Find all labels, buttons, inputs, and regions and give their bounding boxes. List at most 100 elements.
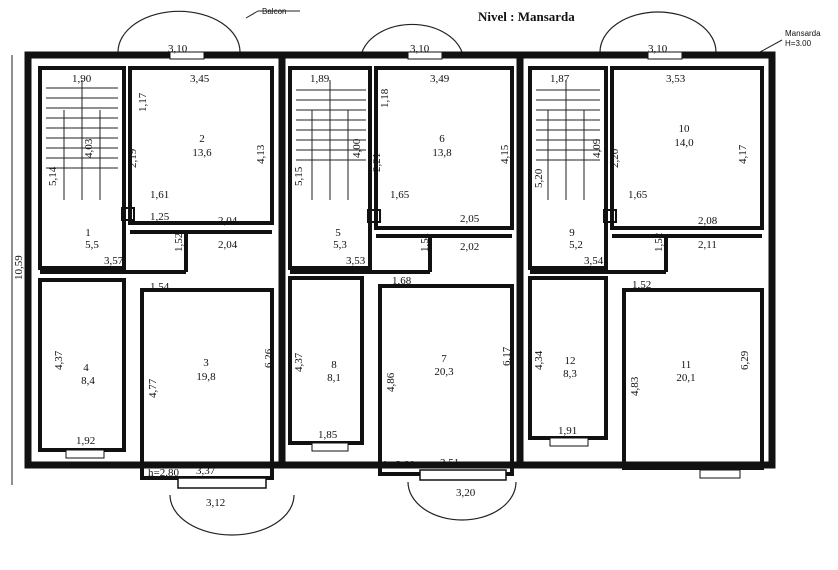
- room-7-area: 20,3: [434, 366, 454, 378]
- svg-text:2,04: 2,04: [218, 215, 238, 227]
- svg-text:3,53: 3,53: [666, 73, 686, 85]
- svg-text:1,51: 1,51: [419, 233, 431, 252]
- room-4-num: 4: [83, 362, 89, 374]
- unit-2: [288, 51, 514, 481]
- svg-text:3,20: 3,20: [456, 487, 476, 499]
- room-4-area: 8,4: [81, 375, 95, 387]
- room-10-num: 10: [679, 123, 691, 135]
- svg-text:4,15: 4,15: [499, 144, 511, 164]
- mansarda-leader: [759, 39, 783, 53]
- room-6-area: 13,8: [432, 147, 452, 159]
- svg-text:6,17: 6,17: [501, 346, 513, 366]
- room-5-num: 5: [335, 227, 341, 239]
- svg-text:6,29: 6,29: [739, 350, 751, 370]
- balcony-arc-bottom-1: [169, 494, 295, 536]
- svg-text:2,11: 2,11: [698, 239, 717, 251]
- room-3-area: 19,8: [196, 371, 216, 383]
- svg-text:3,10: 3,10: [648, 43, 668, 55]
- svg-text:4,37: 4,37: [293, 352, 305, 372]
- unit-1-dimensions: 3,10 3,45 1,90 1,17 2,19 4,03 5,14 4,13 …: [47, 43, 275, 509]
- svg-text:3,10: 3,10: [410, 43, 430, 55]
- svg-text:3,57: 3,57: [104, 255, 124, 267]
- svg-text:1,25: 1,25: [150, 211, 170, 223]
- svg-text:4,13: 4,13: [255, 144, 267, 164]
- svg-text:4,83: 4,83: [629, 376, 641, 396]
- room-6-num: 6: [439, 133, 445, 145]
- svg-text:1,65: 1,65: [628, 189, 648, 201]
- plan-title: Nivel : Mansarda: [478, 9, 575, 24]
- room-8-num: 8: [331, 359, 337, 371]
- room-10-area: 14,0: [674, 137, 694, 149]
- svg-text:2,05: 2,05: [460, 213, 480, 225]
- balcony-arc-top-1: [117, 10, 241, 53]
- overall-height-dim: 10,59: [13, 255, 25, 280]
- svg-text:2,08: 2,08: [698, 215, 718, 227]
- svg-text:2,20: 2,20: [609, 148, 621, 168]
- room-12-area: 8,3: [563, 368, 577, 380]
- unit-2-dimensions: 3,10 3,49 1,89 1,18 2,21 4,00 5,15 4,15 …: [293, 43, 513, 499]
- balcony-arc-bottom-2: [407, 481, 517, 521]
- svg-text:1,91: 1,91: [558, 425, 577, 437]
- svg-text:1,17: 1,17: [137, 92, 149, 112]
- room-3-num: 3: [203, 357, 209, 369]
- room-12-num: 12: [565, 355, 576, 367]
- svg-text:2,19: 2,19: [127, 148, 139, 168]
- svg-text:1,85: 1,85: [318, 429, 338, 441]
- svg-text:1,52: 1,52: [173, 233, 185, 252]
- svg-text:3,53: 3,53: [346, 255, 366, 267]
- room-9-num: 9: [569, 227, 575, 239]
- svg-text:h=2.80: h=2.80: [384, 459, 415, 471]
- svg-text:1,61: 1,61: [150, 189, 169, 201]
- svg-text:4,34: 4,34: [533, 350, 545, 370]
- svg-text:3,10: 3,10: [168, 43, 188, 55]
- svg-text:1,89: 1,89: [310, 73, 330, 85]
- room-8-area: 8,1: [327, 372, 341, 384]
- svg-text:3,54: 3,54: [584, 255, 604, 267]
- svg-text:4,86: 4,86: [385, 372, 397, 392]
- balcony-arc-top-2: [361, 23, 463, 53]
- svg-text:3,51: 3,51: [440, 457, 459, 469]
- svg-text:1,54: 1,54: [150, 281, 170, 293]
- svg-text:4,09: 4,09: [591, 138, 603, 158]
- svg-text:3,45: 3,45: [190, 73, 210, 85]
- svg-text:1,87: 1,87: [550, 73, 570, 85]
- svg-text:4,77: 4,77: [147, 378, 159, 398]
- svg-text:4,03: 4,03: [83, 138, 95, 158]
- svg-text:5,14: 5,14: [47, 166, 59, 186]
- room-5-area: 5,3: [333, 239, 347, 251]
- svg-text:6,26: 6,26: [263, 348, 275, 368]
- svg-text:1,92: 1,92: [76, 435, 95, 447]
- room-9-area: 5,2: [569, 239, 583, 251]
- svg-text:4,37: 4,37: [53, 350, 65, 370]
- room-2-num: 2: [199, 133, 205, 145]
- svg-text:1,18: 1,18: [379, 88, 391, 108]
- balcon-leader: [245, 10, 259, 19]
- svg-text:3,49: 3,49: [430, 73, 450, 85]
- svg-text:4,17: 4,17: [737, 144, 749, 164]
- unit-3-dimensions: 3,10 3,53 1,87 2,20 4,09 5,20 4,17 1,65 …: [533, 43, 751, 473]
- svg-text:2,02: 2,02: [460, 241, 479, 253]
- unit-3: [528, 51, 764, 479]
- svg-text:h=2.80: h=2.80: [148, 467, 179, 479]
- room-2-area: 13,6: [192, 147, 212, 159]
- svg-text:h=2.80: h=2.80: [628, 461, 659, 473]
- room-1-area: 5,5: [85, 239, 99, 251]
- svg-text:3,37: 3,37: [196, 465, 216, 477]
- svg-text:1,52: 1,52: [653, 233, 665, 252]
- svg-text:3,12: 3,12: [206, 497, 225, 509]
- mansarda-label: Mansarda: [785, 29, 821, 38]
- svg-text:2,21: 2,21: [371, 153, 383, 172]
- svg-text:1,68: 1,68: [392, 275, 412, 287]
- room-7-num: 7: [441, 353, 447, 365]
- room-1-num: 1: [85, 227, 91, 239]
- room-11-area: 20,1: [676, 372, 695, 384]
- svg-text:1,90: 1,90: [72, 73, 92, 85]
- svg-text:1,52: 1,52: [632, 279, 651, 291]
- room-11-num: 11: [681, 359, 692, 371]
- svg-text:2,04: 2,04: [218, 239, 238, 251]
- height-label: H=3.00: [785, 39, 812, 48]
- unit-1: [38, 51, 274, 489]
- svg-text:5,20: 5,20: [533, 168, 545, 188]
- svg-text:4,00: 4,00: [351, 138, 363, 158]
